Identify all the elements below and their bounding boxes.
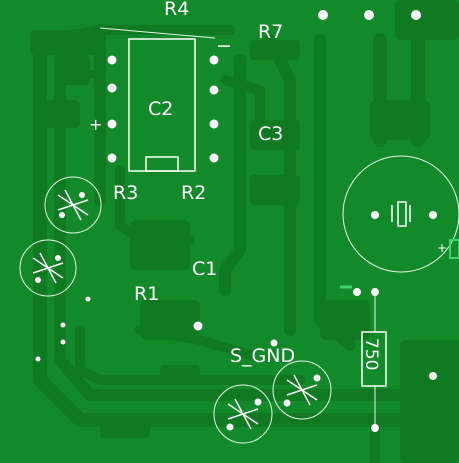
label-plus-c2: + [89, 115, 102, 134]
label-s-gnd: S_GND [230, 345, 295, 367]
silkscreen-outlines [19, 27, 459, 444]
label-resistor-750: 750 [361, 338, 381, 370]
rectifier-ring-4 [213, 384, 273, 444]
label-c2: C2 [148, 98, 173, 120]
rectifier-ring-1 [44, 176, 102, 234]
label-r7: R7 [258, 21, 283, 43]
pads [35, 10, 437, 432]
label-plus-cap: + [437, 241, 447, 255]
label-c3: C3 [258, 123, 283, 145]
rectifier-ring-3 [272, 360, 332, 420]
resistor-750-outline [361, 331, 387, 387]
rectifier-ring-2 [19, 239, 77, 297]
silkscreen-labels: R4 R7 C2 C3 R3 R2 C1 R1 S_GND − + + 750 [89, 0, 447, 370]
copper-pours [30, 0, 459, 463]
label-minus: − [216, 35, 232, 57]
label-r3: R3 [113, 182, 138, 204]
label-r2: R2 [181, 182, 206, 204]
electrolytic-outline [342, 155, 459, 273]
label-r1: R1 [134, 283, 159, 305]
label-c1: C1 [192, 258, 217, 280]
label-r4: R4 [164, 0, 189, 20]
edge-pad-highlight [449, 239, 459, 259]
c2-polarity-mark [145, 156, 179, 172]
